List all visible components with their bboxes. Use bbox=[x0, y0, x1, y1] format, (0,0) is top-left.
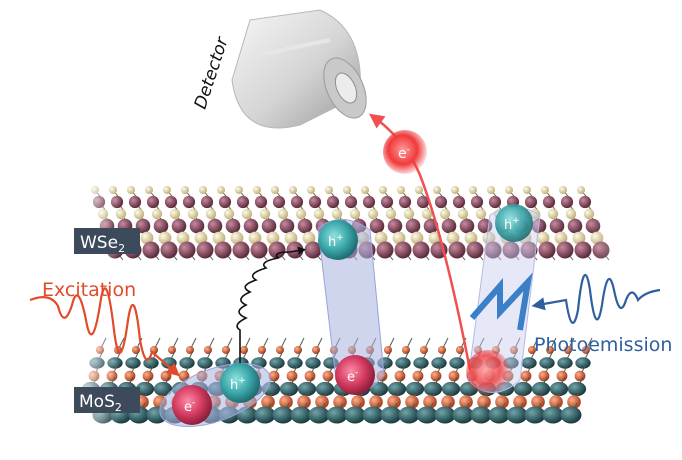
wse2-label: WSe2 bbox=[74, 228, 140, 255]
electron-mos2-center: e- bbox=[335, 355, 375, 395]
svg-text:h+: h+ bbox=[328, 233, 344, 250]
svg-text:e-: e- bbox=[347, 368, 358, 385]
detector-label: Detector bbox=[191, 34, 233, 112]
photoemission-wave bbox=[531, 274, 661, 324]
svg-text:WSe2: WSe2 bbox=[80, 233, 125, 255]
hole-wse2-right: h+ bbox=[495, 204, 533, 242]
wavy-arrow-icon bbox=[236, 246, 306, 365]
photoemission-label: Photoemission bbox=[534, 334, 672, 356]
hole-mos2-left: h+ bbox=[220, 363, 260, 403]
hole-wse2-center: h+ bbox=[318, 220, 358, 260]
mos2-label: MoS2 bbox=[74, 387, 140, 414]
svg-text:h+: h+ bbox=[504, 216, 520, 233]
svg-text:e-: e- bbox=[398, 145, 410, 162]
svg-text:h+: h+ bbox=[230, 376, 246, 393]
free-electron: e- bbox=[383, 130, 427, 174]
excitation-wave bbox=[29, 287, 180, 377]
svg-text:e-: e- bbox=[184, 398, 195, 415]
electron-mos2-left: e- bbox=[172, 385, 212, 425]
excitation-label: Excitation bbox=[42, 279, 136, 301]
electron-mos2-right bbox=[466, 350, 510, 394]
zigzag-arrow-icon bbox=[469, 272, 533, 331]
detector-cylinder-icon bbox=[231, 9, 367, 129]
svg-text:MoS2: MoS2 bbox=[79, 392, 122, 414]
